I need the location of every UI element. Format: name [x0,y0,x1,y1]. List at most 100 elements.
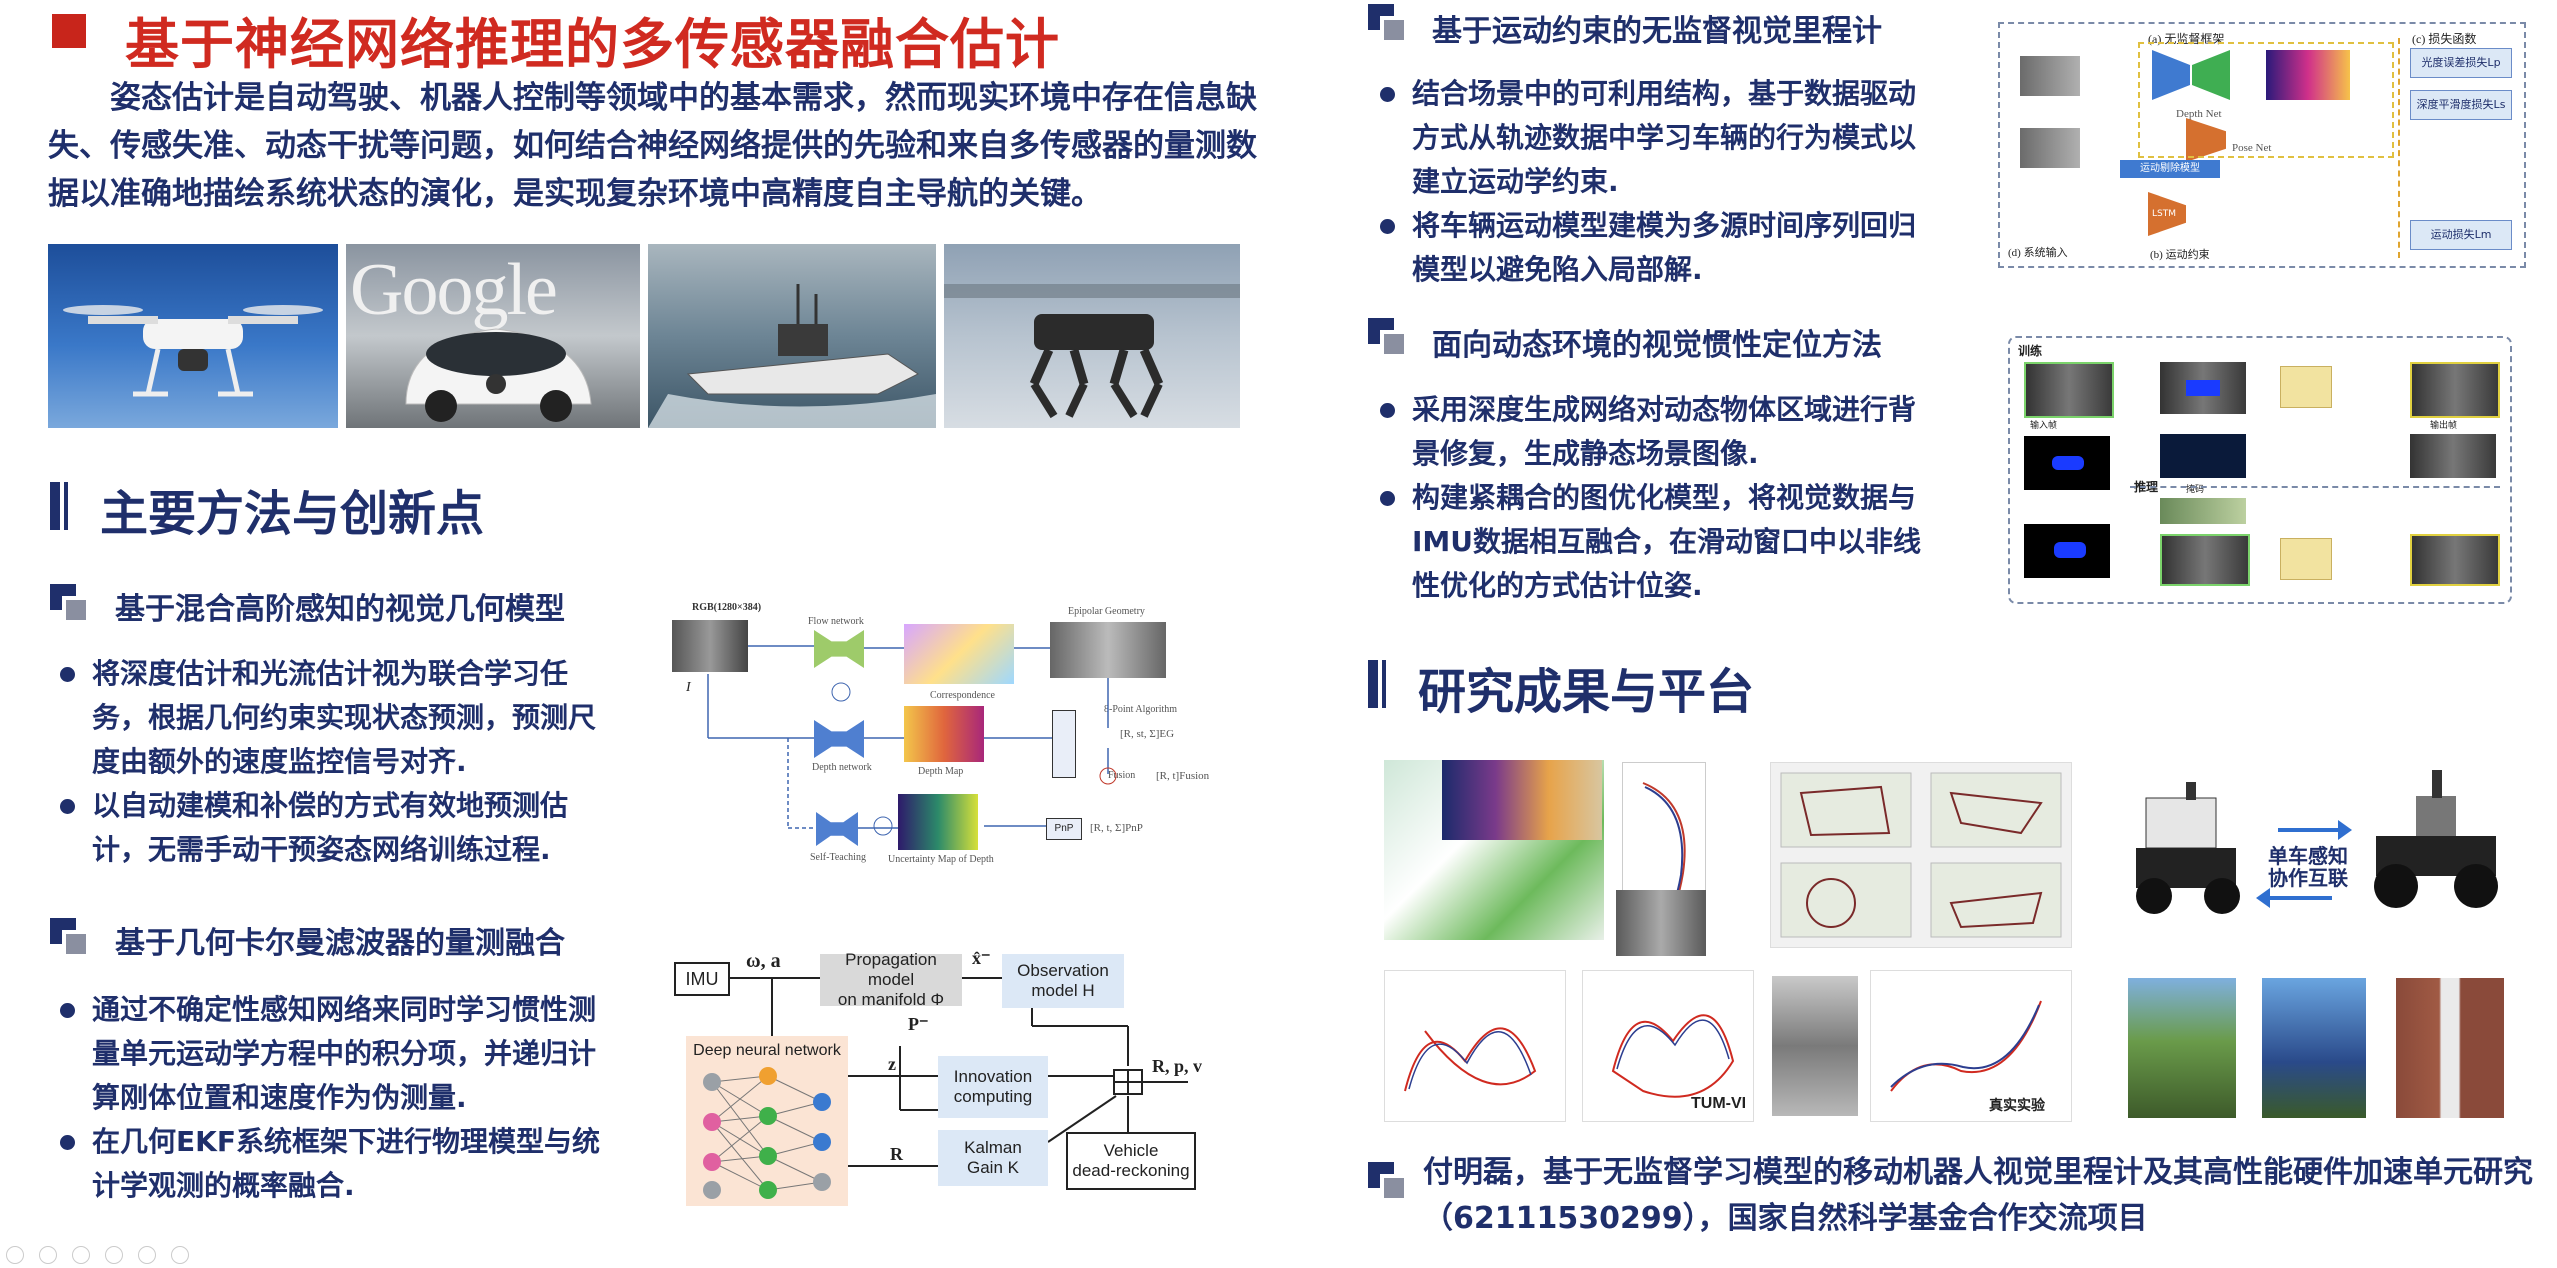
google-logo-text: Google [350,249,558,331]
arrow-right-head [2338,820,2352,840]
visual-geometry-figure: RGB(1280×384) I Flow network Corresponde… [668,598,1248,868]
trajectory-3d-plot-2 [1611,1014,1735,1098]
subsection-icon [1368,1162,1404,1198]
dynamic-vi-figure: 训练 推理 输入帧 输出帧 掩码 [2008,336,2512,604]
fig3-pose-net: Pose Net [2232,142,2272,154]
fig1-it-label: I [686,680,691,695]
loss-smoothness: 深度平滑度损失Ls [2410,90,2512,120]
tum-vi-label: TUM-VI [1691,1095,1747,1112]
uncertainty-map [898,794,978,850]
section-bar [50,482,60,530]
train-output-2 [2410,434,2496,478]
sub4-title: 面向动态环境的视觉惯性定位方法 [1432,328,1882,363]
infer-input-frame [2160,534,2250,586]
section-bar-thin [1382,660,1386,708]
fig1-flow-label: Flow network [808,616,864,627]
sub1-bullet-1: 将深度估计和光流估计视为联合学习任务，根据几何约束实现状态预测，预测尺度由额外的… [54,652,614,784]
result-3d-plot-1 [1384,970,1566,1122]
car-icon [405,328,592,422]
frame-t-1 [2020,128,2080,168]
propagation-model-block: Propagation model on manifold Φ [820,950,962,1009]
quadruped-photo [944,244,1240,428]
fig3-depth-net: Depth Net [2176,108,2222,120]
next-slide-icon[interactable] [39,1246,58,1264]
input-image [672,620,748,672]
p-minus-label: P⁻ [908,1014,929,1034]
subsection-icon [1368,318,1404,354]
fig1-depth-net-label: Depth network [812,762,872,773]
collaboration-label: 协作互联 [2268,866,2348,890]
train-input-frame [2024,362,2114,418]
fig3-divider [2398,38,2400,258]
robot-photo-1 [2126,778,2256,928]
section-bar [1368,660,1378,708]
page-title: 基于神经网络推理的多传感器融合估计 [125,13,1060,76]
generator-block [2280,366,2332,408]
dnn-label: Deep neural network [693,1042,841,1059]
zoom-icon[interactable] [138,1246,157,1264]
sub1-bullets: 将深度估计和光流估计视为联合学习任务，根据几何约束实现状态预测，预测尺度由额外的… [54,652,614,872]
fig4-divider [2130,486,2500,488]
sub4-bullet-2: 构建紧耦合的图优化模型，将视觉数据与IMU数据相互融合，在滑动窗口中以非线性优化… [1374,476,1934,608]
slide-controls[interactable] [6,1246,226,1266]
mask-image-2 [2024,524,2110,578]
fig1-correspondence-label: Correspondence [930,690,995,701]
pnp-block: PnP [1046,818,1082,840]
observation-model-block: Observation model H [1002,954,1124,1008]
fig1-uncertainty-label: Uncertainty Map of Depth [888,854,994,865]
slides-icon[interactable] [105,1246,124,1264]
fig3-b: (b) 运动约束 [2150,249,2210,261]
fig1-8point-label: 8-Point Algorithm [1104,704,1178,715]
depth-output [2266,50,2350,100]
frame-t [2020,56,2080,96]
fig1-pnp-out: [R, t, Σ]PnP [1090,822,1143,834]
field-photo-1 [2128,978,2236,1118]
sub4-bullets: 采用深度生成网络对动态物体区域进行背景修复，生成静态场景图像. 构建紧耦合的图优… [1374,388,1934,608]
ekf-diagram: IMU ω, a Propagation model on manifold Φ… [668,946,1248,1210]
project-footer: 付明磊，基于无监督学习模型的移动机器人视觉里程计及其高性能硬件加速单元研究（62… [1423,1155,2533,1236]
x-minus-label: x̂⁻ [972,948,991,968]
sub3-bullet-1: 结合场景中的可利用结构，基于数据驱动方式从轨迹数据中学习车辆的行为模式以建立运动… [1374,72,1934,204]
fig1-fusion-label: Fusion [1108,770,1136,781]
loss-motion: 运动损失Lm [2410,220,2512,250]
more-icon[interactable] [171,1246,190,1264]
fig4-input-label: 输入帧 [2030,420,2058,430]
fig3-c: (c) 损失函数 [2412,32,2477,46]
fig3-framework-box [2138,42,2394,158]
fig1-arrows [707,645,1117,836]
fig1-rgb-label: RGB(1280×384) [692,602,762,613]
neural-network-icon [703,1067,831,1199]
fig3-d: (d) 系统输入 [2008,247,2068,259]
fig1-fusion-out: [R, t]Fusion [1156,770,1210,782]
infer-mask-frame [2160,498,2246,524]
car-photo: Google [346,244,640,428]
fig4-train: 训练 [2018,344,2043,358]
quadruped-robot-icon [944,284,1240,419]
epipolar-views [1050,622,1166,678]
lstm-label: LSTM [2152,209,2176,219]
pen-icon[interactable] [72,1246,91,1264]
fig1-eg-out: [R, st, Σ]EG [1120,728,1175,740]
result-3d-plot-2: TUM-VI [1582,970,1754,1122]
drone-photo [48,244,338,428]
sub3-bullet-2: 将车辆运动模型建模为多源时间序列回归模型以避免陷入局部解. [1374,204,1934,292]
real-experiment-label: 真实实验 [1989,1098,2045,1114]
subsection-icon [50,584,86,620]
boat-photo [648,244,936,428]
innovation-block: Innovation computing [938,1056,1048,1118]
sub4-bullet-1: 采用深度生成网络对动态物体区域进行背景修复，生成静态场景图像. [1374,388,1934,476]
subsection-icon [50,918,86,954]
z-label: z [888,1054,896,1074]
kalman-gain-block: Kalman Gain K [938,1130,1048,1186]
result-real-experiment-plot: 真实实验 [1870,970,2072,1122]
translation-regression-block [1052,710,1076,778]
single-vehicle-label: 单车感知 [2268,844,2348,868]
fig4-output-label: 输出帧 [2430,420,2458,430]
result-map-trajectories [1770,762,2072,948]
field-photo-2 [2262,978,2366,1118]
prev-slide-icon[interactable] [6,1246,24,1264]
sub3-title: 基于运动约束的无监督视觉里程计 [1432,14,1882,49]
results-heading: 研究成果与平台 [1418,664,1755,720]
rpv-label: R, p, v [1152,1056,1203,1076]
sub1-bullet-2: 以自动建模和补偿的方式有效地预测估计，无需手动干预姿态网络训练过程. [54,784,614,872]
